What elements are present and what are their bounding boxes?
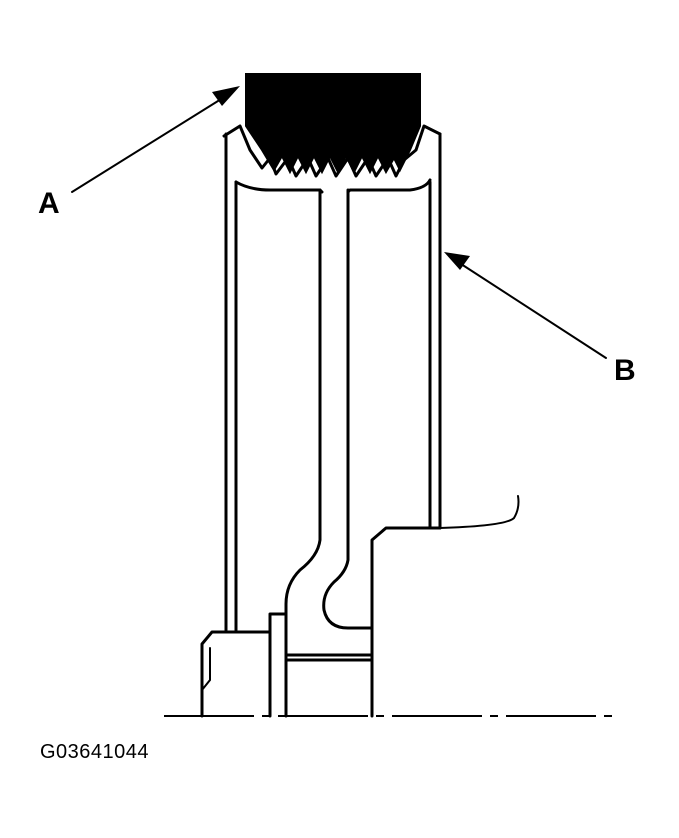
callout-a-leader [71,86,240,193]
washer [268,612,288,718]
pulley-web-right [322,188,374,630]
callout-label-b: B [614,354,636,387]
figure-id: G03641044 [40,741,150,763]
bolt-head-chamfer [201,647,211,691]
callout-b-leader [444,252,607,359]
pulley-groove-floor [234,178,432,194]
bolt-head [200,630,272,718]
drive-belt [245,73,421,175]
pulley [222,124,442,657]
callout-label-a: A [38,187,60,220]
hub-bottom-flange [284,653,374,662]
pulley-web-left [284,188,322,657]
arrowhead-a-icon [212,86,240,106]
arrowhead-b-icon [444,252,470,270]
hub-step-right [370,526,442,718]
hub-assembly [164,495,612,718]
hub-curve-edge [439,495,520,529]
